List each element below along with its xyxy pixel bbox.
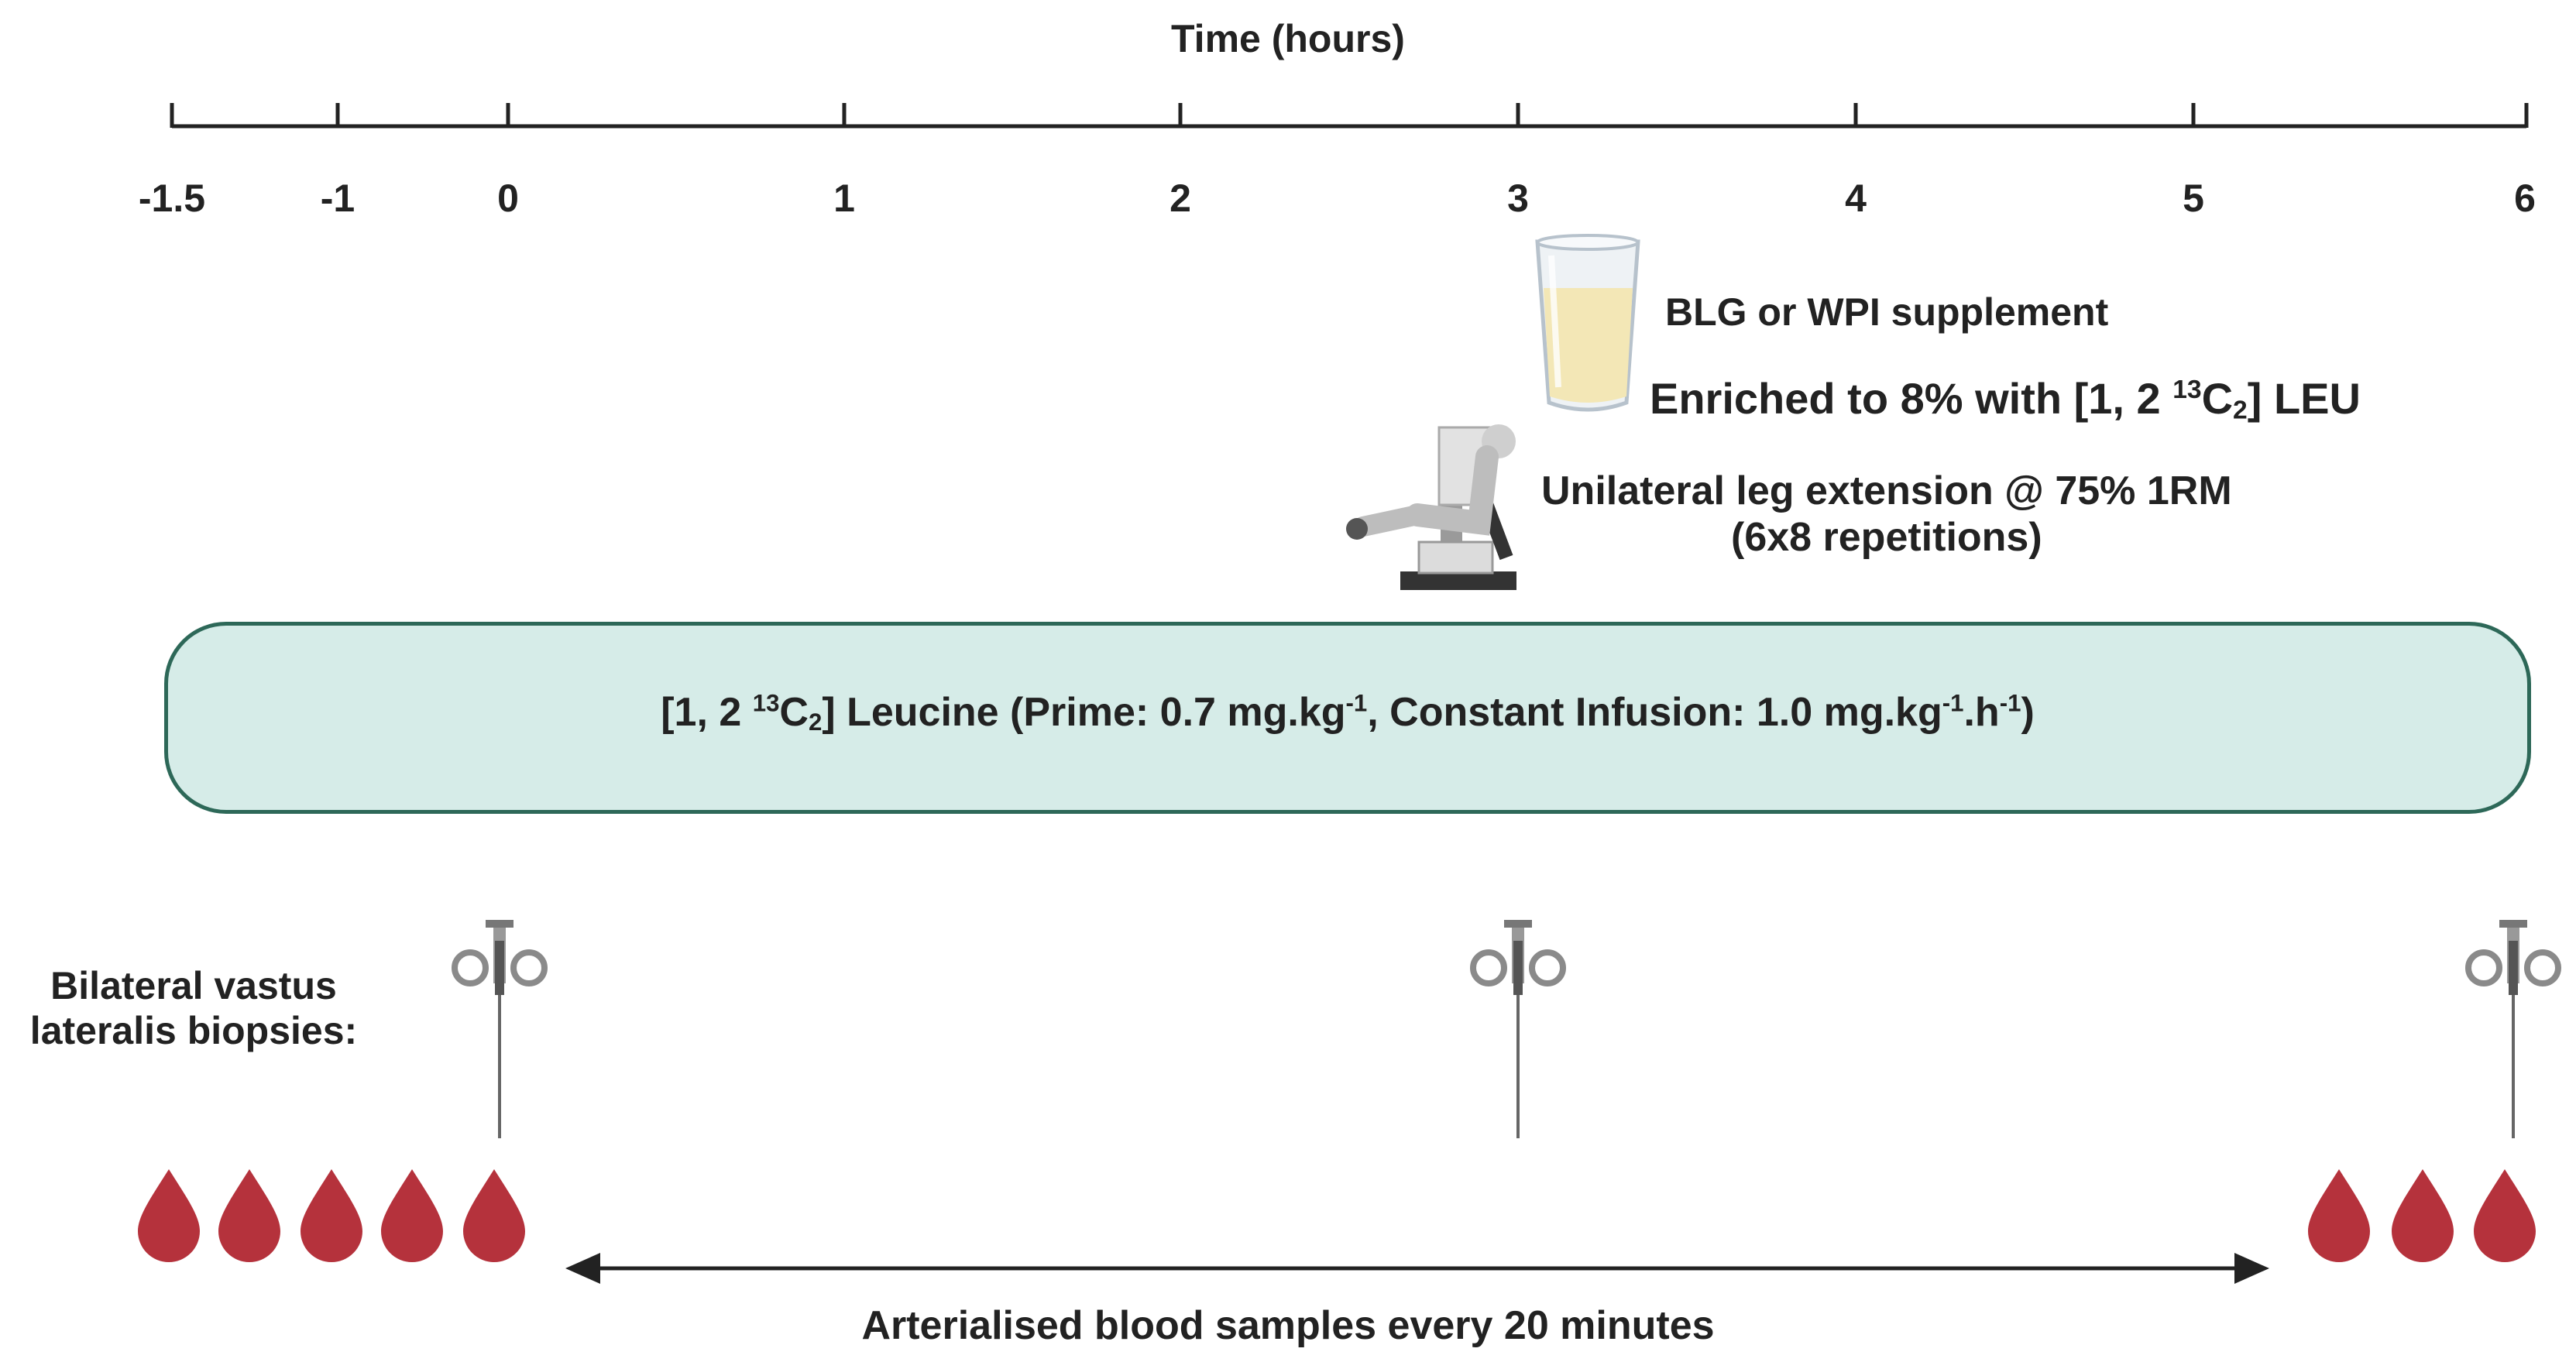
biopsy-needle-icon: [2465, 920, 2561, 1138]
isotope-mass: 13: [2172, 375, 2202, 404]
tick-label: 5: [2183, 177, 2204, 220]
isotope-element: C: [2201, 374, 2234, 423]
tick-label: 4: [1845, 177, 1867, 220]
enrichment-label: Enriched to 8% with [1, 2 13C2] LEU: [1650, 374, 2361, 424]
blood-sampling-arrow: [565, 1253, 2269, 1284]
infusion-text-part: [1, 2: [661, 690, 753, 735]
biopsy-needle-icon: [452, 920, 548, 1138]
tick-label: 1: [833, 177, 855, 220]
blood-sampling-label: Arterialised blood samples every 20 minu…: [861, 1303, 1715, 1348]
time-axis: [170, 103, 2529, 129]
isotope-count: 2: [808, 709, 823, 736]
tick-label: -1: [320, 177, 355, 220]
blood-drop-icon: [381, 1169, 443, 1262]
biopsy-label: Bilateral vastus lateralis biopsies:: [29, 964, 358, 1052]
infusion-text-part: .h: [1963, 690, 2000, 735]
tick-label: 3: [1507, 177, 1529, 220]
infusion-box: [1, 2 13C2] Leucine (Prime: 0.7 mg.kg-1,…: [164, 622, 2531, 814]
blood-drop-icon: [2308, 1169, 2370, 1262]
blood-drop-icon: [463, 1169, 525, 1262]
exercise-line-2: (6x8 repetitions): [1731, 514, 2042, 560]
infusion-label: [1, 2 13C2] Leucine (Prime: 0.7 mg.kg-1,…: [168, 689, 2527, 736]
blood-drop-icon: [138, 1169, 200, 1262]
enrichment-prefix: Enriched to 8% with [1, 2: [1650, 374, 2173, 423]
blood-drops-right: [2308, 1169, 2536, 1262]
blood-drops-left: [138, 1169, 525, 1262]
unit-exponent: -1: [1999, 689, 2021, 717]
tick-label: 0: [497, 177, 519, 220]
isotope-mass: 13: [752, 689, 780, 717]
blood-drop-icon: [2474, 1169, 2536, 1262]
axis-title: Time (hours): [1171, 17, 1405, 60]
unit-exponent: -1: [1942, 689, 1964, 717]
exercise-label: Unilateral leg extension @ 75% 1RM (6x8 …: [1541, 468, 2232, 561]
blood-drop-icon: [218, 1169, 280, 1262]
exercise-line-1: Unilateral leg extension @ 75% 1RM: [1541, 468, 2232, 513]
tick-label: 6: [2514, 177, 2536, 220]
leg-extension-machine-icon: [1346, 424, 1516, 590]
tick-label: 2: [1170, 177, 1191, 220]
infusion-text-part: , Constant Infusion: 1.0 mg.kg: [1367, 690, 1942, 735]
blood-drop-icon: [2392, 1169, 2454, 1262]
blood-drop-icon: [301, 1169, 362, 1262]
tick-label: -1.5: [138, 177, 206, 220]
unit-exponent: -1: [1345, 689, 1368, 717]
infusion-text-part: ] Leucine (Prime: 0.7 mg.kg: [822, 690, 1346, 735]
isotope-count: 2: [2233, 396, 2248, 425]
biopsy-needle-icon: [1470, 920, 1566, 1138]
isotope-element: C: [779, 690, 809, 735]
enrichment-suffix: ] LEU: [2247, 374, 2361, 423]
supplement-glass-icon: [1535, 234, 1640, 412]
supplement-label: BLG or WPI supplement: [1665, 290, 2109, 334]
infusion-text-part: ): [2021, 690, 2035, 735]
